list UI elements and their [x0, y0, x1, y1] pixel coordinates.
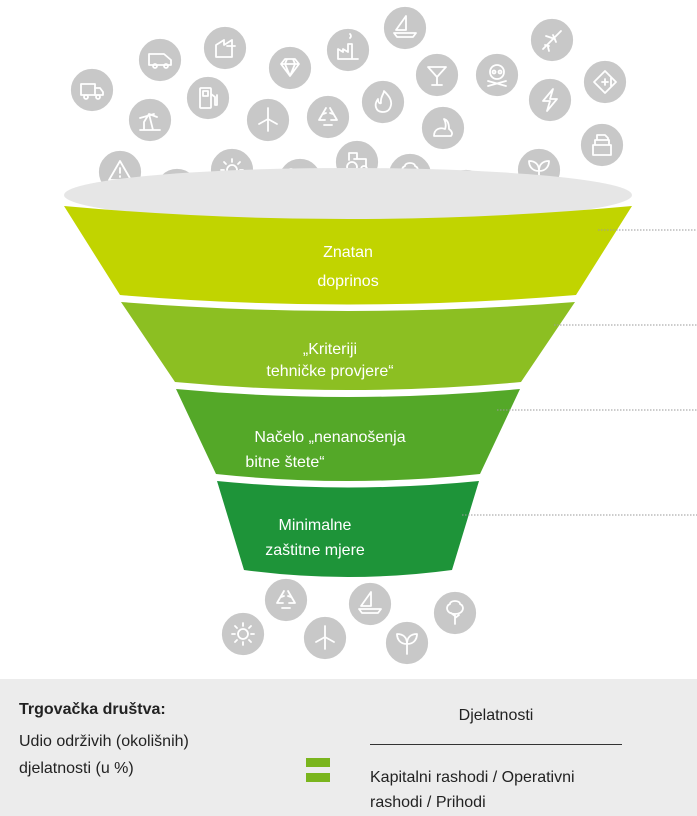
equals-bar-bottom: [306, 773, 330, 782]
funnel-stage-3: [176, 389, 520, 481]
equals-sign-icon: [306, 758, 330, 782]
chemical-icon: [582, 59, 628, 105]
lightning-icon: [527, 77, 573, 123]
formula-panel: Trgovačka društva: Udio održivih (okoliš…: [0, 679, 697, 816]
equals-bar-top: [306, 758, 330, 767]
rabbit-icon: [420, 105, 466, 151]
stage-4-label-line-1: Minimalne: [279, 517, 352, 534]
airplane-icon: [529, 17, 575, 63]
stage-2-label-line-1: „Kriteriji: [303, 341, 357, 358]
formula-description-line-2: djelatnosti (u %): [19, 760, 134, 777]
funnel-rim: [64, 168, 632, 222]
recycle-icon: [305, 94, 351, 140]
funnel-stage-2: [121, 302, 575, 390]
diamond-icon: [267, 45, 313, 91]
sprout-icon: [384, 620, 430, 666]
tree-icon: [432, 590, 478, 636]
funnel-labels: Znatan doprinos „Kriteriji tehničke prov…: [245, 244, 405, 559]
sailboat-icon: [347, 581, 393, 627]
fuel-pump-icon: [185, 75, 231, 121]
funnel-stage-4: [217, 481, 479, 577]
fraction-denominator: Kapitalni rashodi / Operativni rashodi /…: [370, 765, 670, 815]
formula-description: Udio održivih (okolišnih) djelatnosti (u…: [19, 728, 279, 782]
fraction-denominator-line-2: rashodi / Prihodi: [370, 794, 486, 811]
funnel: [64, 168, 632, 577]
fraction-line: [370, 744, 622, 745]
stage-2-label-line-2: tehničke provjere“: [266, 363, 393, 380]
truck-icon: [69, 67, 115, 113]
stage-4-label-line-2: zaštitne mjere: [265, 542, 365, 559]
sun-icon: [220, 611, 266, 657]
stage-1-label-line-1: Znatan: [323, 244, 373, 261]
leader-lines: [462, 229, 697, 516]
delivery-van-icon: [137, 37, 183, 83]
factory-smokestack-icon: [325, 27, 371, 73]
oil-pump-icon: [127, 97, 173, 143]
stage-3-label-line-1: Načelo „nenanošenja: [254, 429, 405, 446]
sailboat-icon: [382, 5, 428, 51]
skull-icon: [474, 52, 520, 98]
wind-turbine-icon: [302, 615, 348, 661]
icons-bottom: [220, 577, 478, 666]
flame-icon: [360, 79, 406, 125]
icons-top: [69, 5, 628, 214]
funnel-stage-1: [64, 206, 632, 305]
factory-building-icon: [202, 25, 248, 71]
stage-3-label-line-2: bitne štete“: [245, 454, 324, 471]
document-stack-icon: [579, 122, 625, 168]
fraction-numerator: Djelatnosti: [458, 707, 534, 724]
wind-turbine-icon: [245, 97, 291, 143]
formula-title: Trgovačka društva:: [19, 701, 166, 718]
funnel-diagram: Znatan doprinos „Kriteriji tehničke prov…: [64, 5, 697, 666]
stage-1-label-line-2: doprinos: [317, 273, 378, 290]
fraction-denominator-line-1: Kapitalni rashodi / Operativni: [370, 769, 575, 786]
recycle-icon: [263, 577, 309, 623]
cocktail-glass-icon: [414, 52, 460, 98]
formula-description-line-1: Udio održivih (okolišnih): [19, 733, 189, 750]
